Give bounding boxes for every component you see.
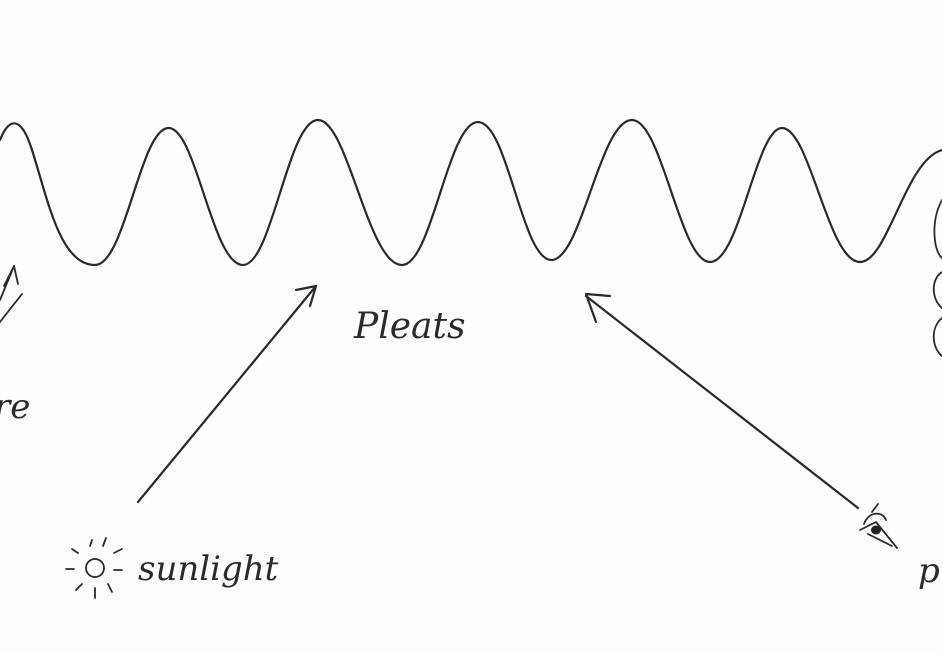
sunlight-label: sunlight bbox=[138, 549, 279, 589]
sunlight-arrow-shaft bbox=[136, 284, 318, 504]
pleats-label: Pleats bbox=[353, 306, 465, 347]
right-partial-label: p bbox=[918, 551, 940, 591]
viewer-arrow-head-top bbox=[584, 292, 612, 324]
sunlight-arrow-head bbox=[294, 284, 318, 308]
viewer-line-shaft bbox=[584, 294, 860, 510]
left-partial-arrow bbox=[0, 265, 23, 323]
left-partial-label: re bbox=[0, 387, 30, 427]
sun-icon bbox=[65, 537, 123, 599]
eye-icon bbox=[859, 503, 898, 549]
pleats-wave bbox=[0, 118, 942, 267]
right-partial-shape bbox=[932, 199, 942, 357]
